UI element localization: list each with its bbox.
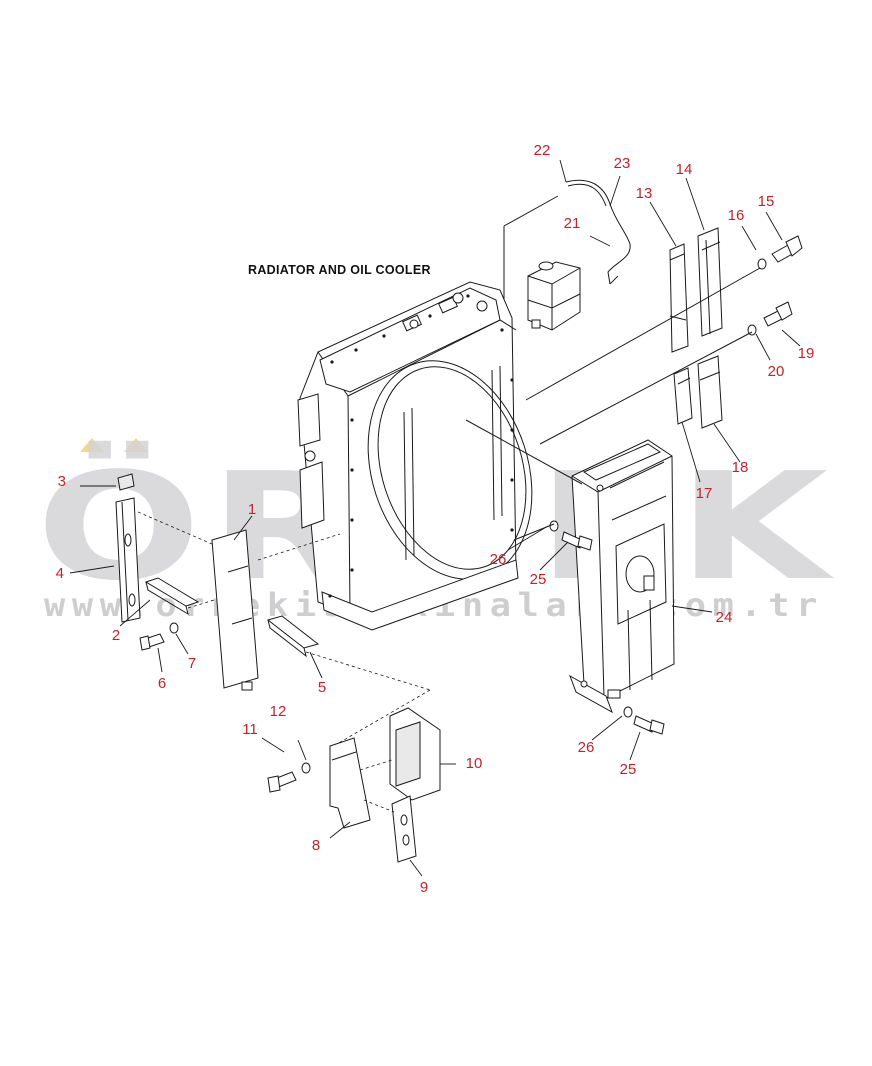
callout-8: 8 <box>312 837 320 854</box>
callout-1: 1 <box>248 501 256 518</box>
callout-6: 6 <box>158 675 166 692</box>
assembly-guide-lines <box>465 267 761 541</box>
callout-23: 23 <box>614 155 631 172</box>
callout-12: 12 <box>270 703 287 720</box>
callout-10: 10 <box>466 755 483 772</box>
bolts-oil-cooler <box>549 520 665 735</box>
bottom-bracket-parts <box>267 707 441 863</box>
callout-17: 17 <box>696 485 713 502</box>
callout-11: 11 <box>242 721 258 738</box>
callout-14: 14 <box>676 161 693 178</box>
side-covers-upper <box>669 227 723 353</box>
callout-13: 13 <box>636 185 653 202</box>
callout-25b: 25 <box>620 761 637 778</box>
callout-24: 24 <box>716 609 733 626</box>
watermark-accent-left <box>80 438 104 452</box>
callout-21: 21 <box>564 215 581 232</box>
callout-5: 5 <box>318 679 326 696</box>
callout-22: 22 <box>534 142 551 159</box>
callout-leaders <box>69 159 801 877</box>
callout-20: 20 <box>768 363 785 380</box>
callout-16: 16 <box>728 207 745 224</box>
callout-15: 15 <box>758 193 775 210</box>
diagram-title: RADIATOR AND OIL COOLER <box>248 263 431 277</box>
reservoir-tank <box>527 261 581 331</box>
callout-26a: 26 <box>490 551 507 568</box>
callout-labels: 3 4 1 2 6 7 5 11 12 8 9 10 22 23 21 13 1… <box>56 142 815 896</box>
callout-26b: 26 <box>578 739 595 756</box>
left-bracket-parts <box>115 473 431 749</box>
callout-18: 18 <box>732 459 749 476</box>
callout-7: 7 <box>188 655 196 672</box>
radiator-core-assembly <box>297 281 533 631</box>
oil-cooler-assembly <box>569 439 675 714</box>
callout-4: 4 <box>56 565 64 582</box>
callout-3: 3 <box>58 473 66 490</box>
overflow-hose <box>503 179 631 300</box>
side-covers-lower <box>673 355 723 429</box>
watermark-accent-right <box>124 438 148 452</box>
callout-2: 2 <box>112 627 120 644</box>
callout-9: 9 <box>420 879 428 896</box>
bolts-upper-right <box>747 235 803 336</box>
callout-19: 19 <box>798 345 815 362</box>
callout-25a: 25 <box>530 571 547 588</box>
